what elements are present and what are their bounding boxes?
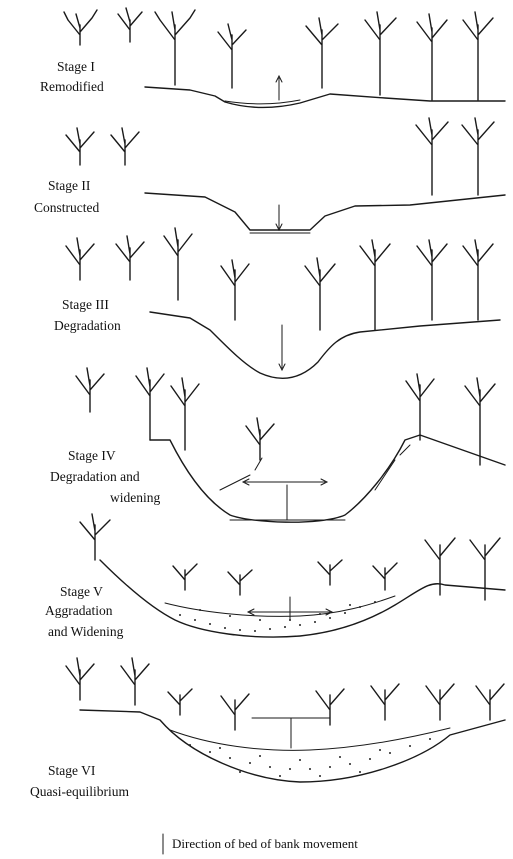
- stage-4-channel-profile: [150, 435, 505, 522]
- stage-2-channel-profile: [145, 193, 505, 230]
- stage-1-bed: [225, 100, 300, 104]
- stage-3-subtitle: Degradation: [54, 318, 121, 333]
- stage-4-panel: Stage IV Degradation and widening: [50, 368, 505, 522]
- stage-4-trees: [76, 368, 495, 465]
- stage-2-title: Stage II: [48, 178, 91, 193]
- stage-6-sediment-dots: [189, 738, 431, 777]
- stage-3-trees: [66, 228, 493, 330]
- stage-3-title: Stage III: [62, 297, 109, 312]
- stage-5-title: Stage V: [60, 584, 103, 599]
- stage-6-subtitle: Quasi-equilibrium: [30, 784, 129, 799]
- stage-6-title: Stage VI: [48, 763, 96, 778]
- stage-3-panel: Stage III Degradation: [54, 228, 500, 378]
- stage-6-sediment: [170, 728, 450, 750]
- stage-2-subtitle: Constructed: [34, 200, 99, 215]
- stage-1-channel-profile: [145, 87, 505, 107]
- stage-1-subtitle: Remodified: [40, 79, 104, 94]
- stage-6-panel: Stage VI Quasi-equilibrium: [30, 658, 505, 799]
- stage-6-trees: [66, 658, 504, 730]
- stage-5-trees: [80, 514, 500, 600]
- stage-5-subtitle-line2: and Widening: [48, 624, 124, 639]
- stage-2-trees: [66, 118, 494, 195]
- legend-text: Direction of bed of bank movement: [172, 836, 358, 851]
- stage-4-title: Stage IV: [68, 448, 116, 463]
- stage-5-panel: Stage V Aggradation and Widening: [45, 514, 505, 639]
- stage-1-title: Stage I: [57, 59, 95, 74]
- stage-1-panel: Stage I Remodified: [40, 8, 505, 107]
- stage-5-subtitle-line1: Aggradation: [45, 603, 113, 618]
- stage-4-subtitle-line2: widening: [110, 490, 160, 505]
- stage-2-panel: Stage II Constructed: [34, 118, 505, 233]
- legend: Direction of bed of bank movement: [163, 834, 358, 854]
- stage-5-channel-profile: [100, 560, 505, 637]
- stage-4-subtitle-line1: Degradation and: [50, 469, 140, 484]
- stage-6-channel-profile: [80, 710, 505, 782]
- stage-3-channel-profile: [150, 312, 500, 378]
